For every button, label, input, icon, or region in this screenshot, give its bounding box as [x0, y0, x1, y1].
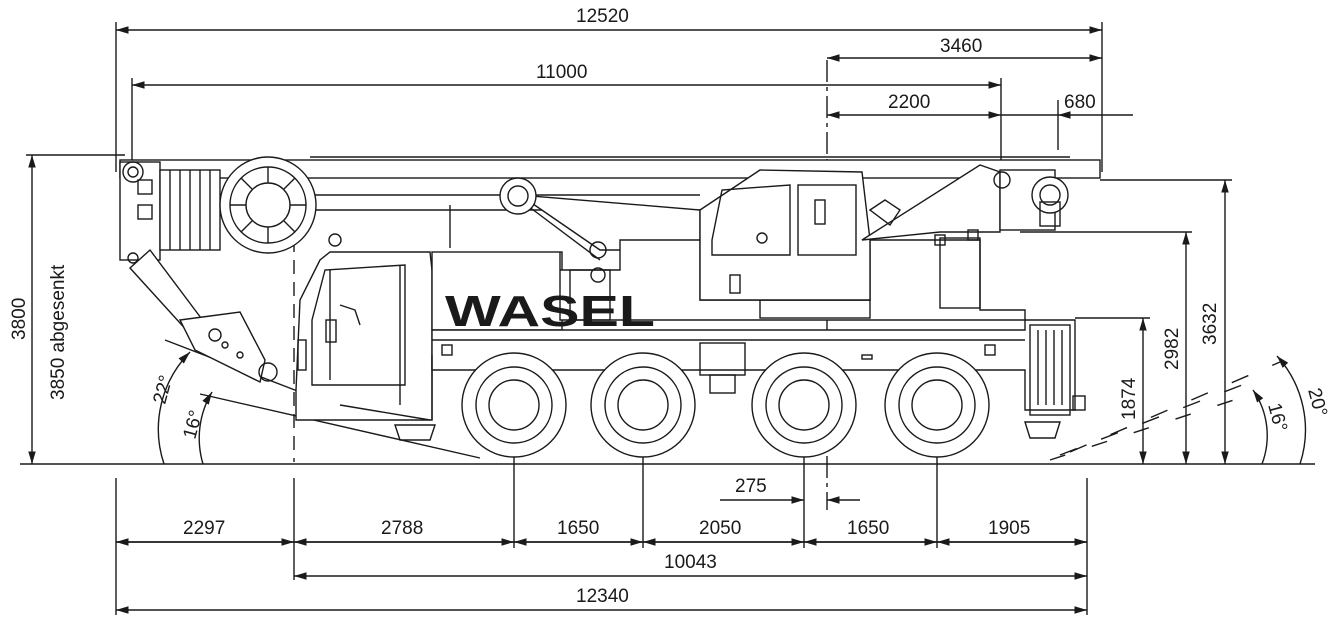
dim-1905-label: 1905: [988, 518, 1030, 539]
winch-drum: [219, 156, 317, 254]
angle-16-arc-front: [198, 391, 213, 465]
dim-1650a-label: 1650: [557, 518, 599, 539]
dim-3850-label: 3850 abgesenkt: [48, 264, 69, 400]
front-departure-line: [199, 393, 481, 459]
angle-16-arc-rear: [1252, 389, 1268, 465]
angle-22-label: 22°: [150, 373, 178, 406]
dim-2200-label: 2200: [888, 92, 930, 113]
dim-680-label: 680: [1064, 92, 1096, 113]
dim-11000-label: 11000: [536, 62, 587, 83]
dim-275-label: 275: [735, 476, 767, 497]
rear-departure-line-3: [1049, 397, 1241, 461]
angle-16-front-label: 16°: [180, 408, 208, 441]
dim-1650b-label: 1650: [847, 518, 889, 539]
dim-10043-label: 10043: [664, 552, 717, 573]
dim-12340-label: 12340: [576, 586, 629, 607]
driver-cab: [295, 251, 433, 421]
dim-12520-label: 12520: [576, 6, 629, 27]
dim-2297-label: 2297: [183, 518, 225, 539]
angle-22-arc: [157, 351, 191, 465]
wheel-axle-1: [461, 352, 567, 458]
front-outrigger: [129, 248, 278, 384]
rear-departure-line-2: [1059, 379, 1256, 456]
carrier-chassis: [339, 251, 1086, 441]
brand-logo: WASEL: [445, 287, 655, 336]
dim-2982-label: 2982: [1162, 328, 1183, 370]
superstructure: [328, 164, 1069, 321]
wheel-axle-4: [884, 352, 990, 458]
angle-20-label: 20°: [1303, 386, 1331, 419]
dim-3632-label: 3632: [1200, 303, 1221, 345]
dim-1874-label: 1874: [1119, 377, 1140, 420]
dim-3800-label: 3800: [9, 298, 30, 340]
rear-departure-line: [1069, 361, 1281, 453]
dim-2050-label: 2050: [699, 518, 741, 539]
wheel-axle-2: [590, 352, 696, 458]
wheel-axle-3: [751, 352, 857, 458]
dim-3460-label: 3460: [940, 36, 982, 57]
dim-2788-label: 2788: [381, 518, 423, 539]
angle-20-arc: [1276, 355, 1307, 465]
